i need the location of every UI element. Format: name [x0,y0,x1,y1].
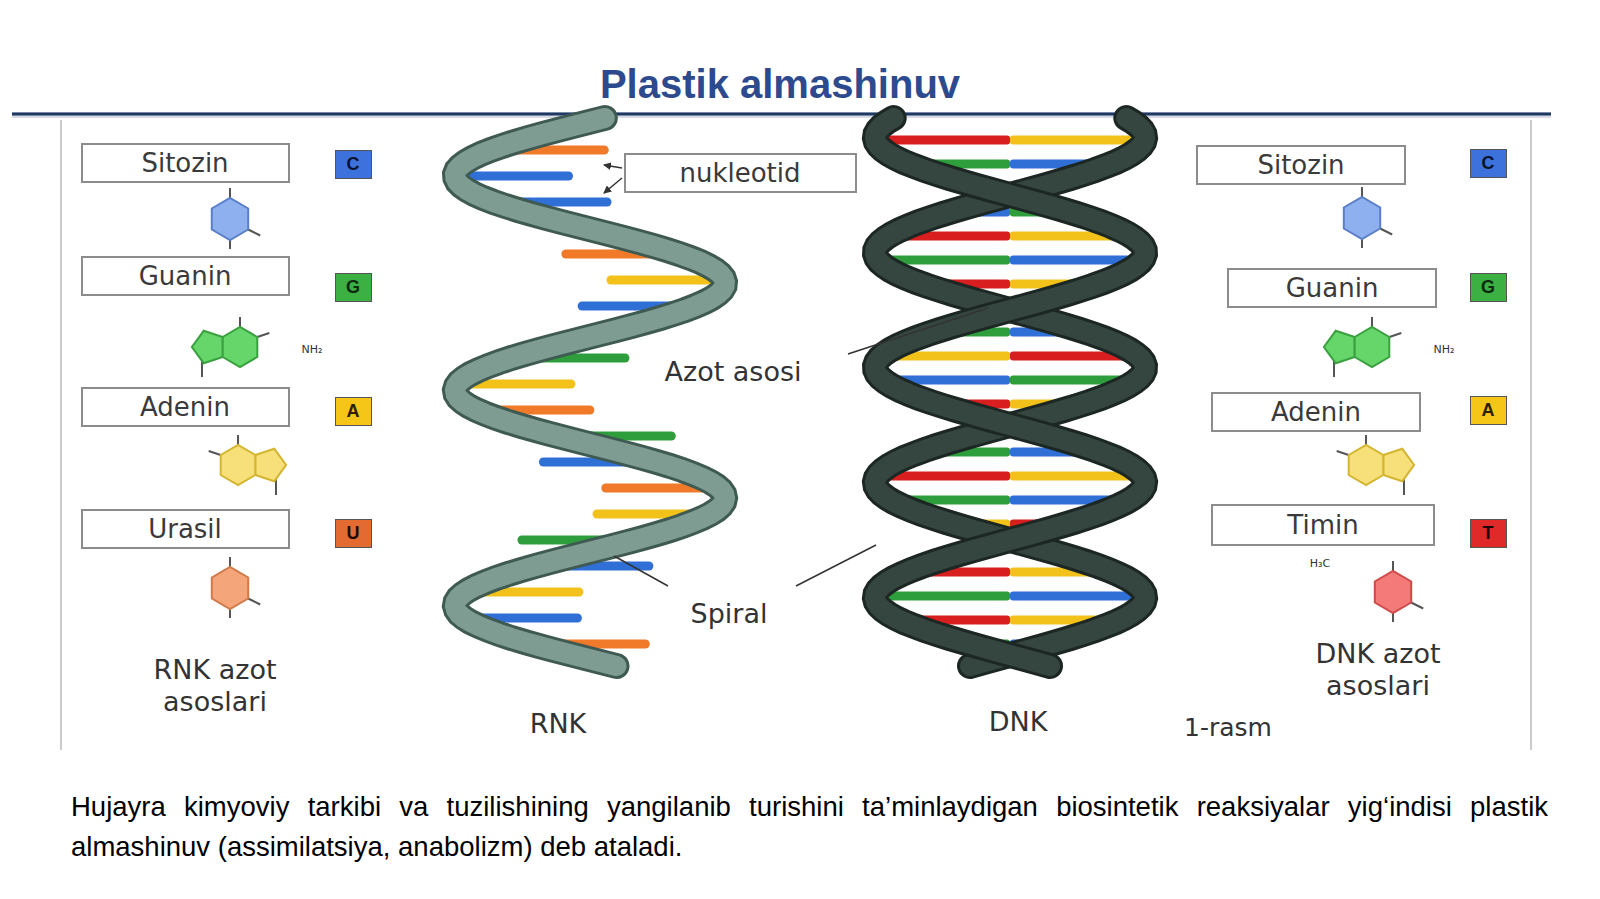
base-name-box: Adenin [1211,392,1421,432]
purine-ring [1355,327,1390,367]
base-name: Guanin [1286,273,1379,303]
leader-line [604,178,622,193]
base-letter-square: U [335,519,372,548]
dna-strand [875,118,1145,666]
bond-line [1371,317,1373,327]
base-name-box: Adenin [81,387,290,427]
part-label: Spiral [691,598,768,630]
base-name: nukleotid [679,158,800,188]
dna-strand-outline [875,118,1145,666]
group-label: RNK azot asoslari [105,654,325,718]
base-name: Urasil [148,514,222,544]
bond-line [1361,187,1363,197]
bond-line [229,609,231,618]
bond-line [1389,333,1401,337]
bond-line [248,599,260,605]
base-name-box: Sitozin [1196,145,1406,185]
base-letter-square: A [1470,396,1507,425]
dna-base-bar [1010,592,1145,601]
bond-line [257,333,269,337]
purine-ring [1383,449,1414,481]
base-letter-square: G [335,273,372,302]
base-letter-square: T [1470,519,1507,548]
purine-ring [192,331,223,363]
bond-line [237,435,239,445]
rna-strand-outline [455,118,725,666]
bond-line [1380,229,1392,235]
base-name-box: Guanin [81,256,290,296]
base-name: Adenin [140,392,230,422]
base-letter-square: C [1470,149,1507,178]
base-letter: C [1482,153,1495,174]
pyrimidine-ring [1344,197,1380,239]
title-rule-shadow [12,112,1551,118]
purine-ring [221,445,256,485]
bond-line [229,188,231,198]
bond-line [1365,435,1367,445]
group-label: DNK azot asoslari [1268,638,1488,702]
base-name-box: Sitozin [81,143,290,183]
bond-line [209,451,221,455]
base-name: Adenin [1271,397,1361,427]
bond-line [248,230,260,236]
panel-edge [60,120,62,750]
base-name-box: Urasil [81,509,290,549]
base-letter: U [347,523,360,544]
dna-strand-outline [875,118,1145,666]
base-letter: T [1483,523,1494,544]
leader-line [848,308,988,354]
atom-label: H₃C [1310,557,1330,570]
bond-line [1411,603,1423,609]
base-letter-square: G [1470,273,1507,302]
leader-line [796,545,876,586]
molecule-group [192,187,1423,622]
figure-number: 1-rasm [1184,713,1272,743]
pyrimidine-ring [212,198,248,240]
bond-line [1392,613,1394,622]
bond-line [1361,239,1363,248]
purine-ring [1324,331,1355,363]
bond-line [1337,451,1349,455]
pyrimidine-ring [212,567,248,609]
bond-line [239,317,241,327]
base-letter: C [347,154,360,175]
base-letter-square: C [335,150,372,179]
leader-line [614,556,668,586]
base-name: Guanin [139,261,232,291]
panel-edge [1530,120,1532,750]
base-name-box: Guanin [1227,268,1437,308]
base-name: Sitozin [141,148,228,178]
base-letter: A [1482,400,1495,421]
helix-group [455,118,1145,666]
caption-text: Hujayra kimyoviy tarkibi va tuzilishinin… [71,787,1548,867]
pyrimidine-ring [1375,571,1411,613]
part-label: Azot asosi [658,356,808,387]
dna-strand [875,118,1145,666]
atom-label: NH₂ [302,343,323,356]
base-letter: A [347,401,360,422]
base-letter: G [1481,277,1495,298]
callout-box: nukleotid [624,153,857,193]
bond-line [1392,561,1394,571]
base-name-box: Timin [1211,504,1435,546]
base-letter-square: A [335,397,372,426]
dna-base-bar [875,592,1010,601]
bond-line [229,240,231,249]
base-name: Sitozin [1257,150,1344,180]
base-name: Timin [1287,510,1358,540]
figure-label: DNK [989,706,1048,738]
bond-line [229,557,231,567]
rna-strand [455,118,725,666]
base-letter: G [346,277,360,298]
leader-line [604,165,622,168]
figure-label: RNK [530,708,587,740]
title-rule [12,113,1551,116]
purine-ring [223,327,258,367]
purine-ring [255,449,286,481]
purine-ring [1349,445,1384,485]
atom-label: NH₂ [1434,343,1455,356]
slide-title: Plastik almashinuv [0,60,1560,108]
